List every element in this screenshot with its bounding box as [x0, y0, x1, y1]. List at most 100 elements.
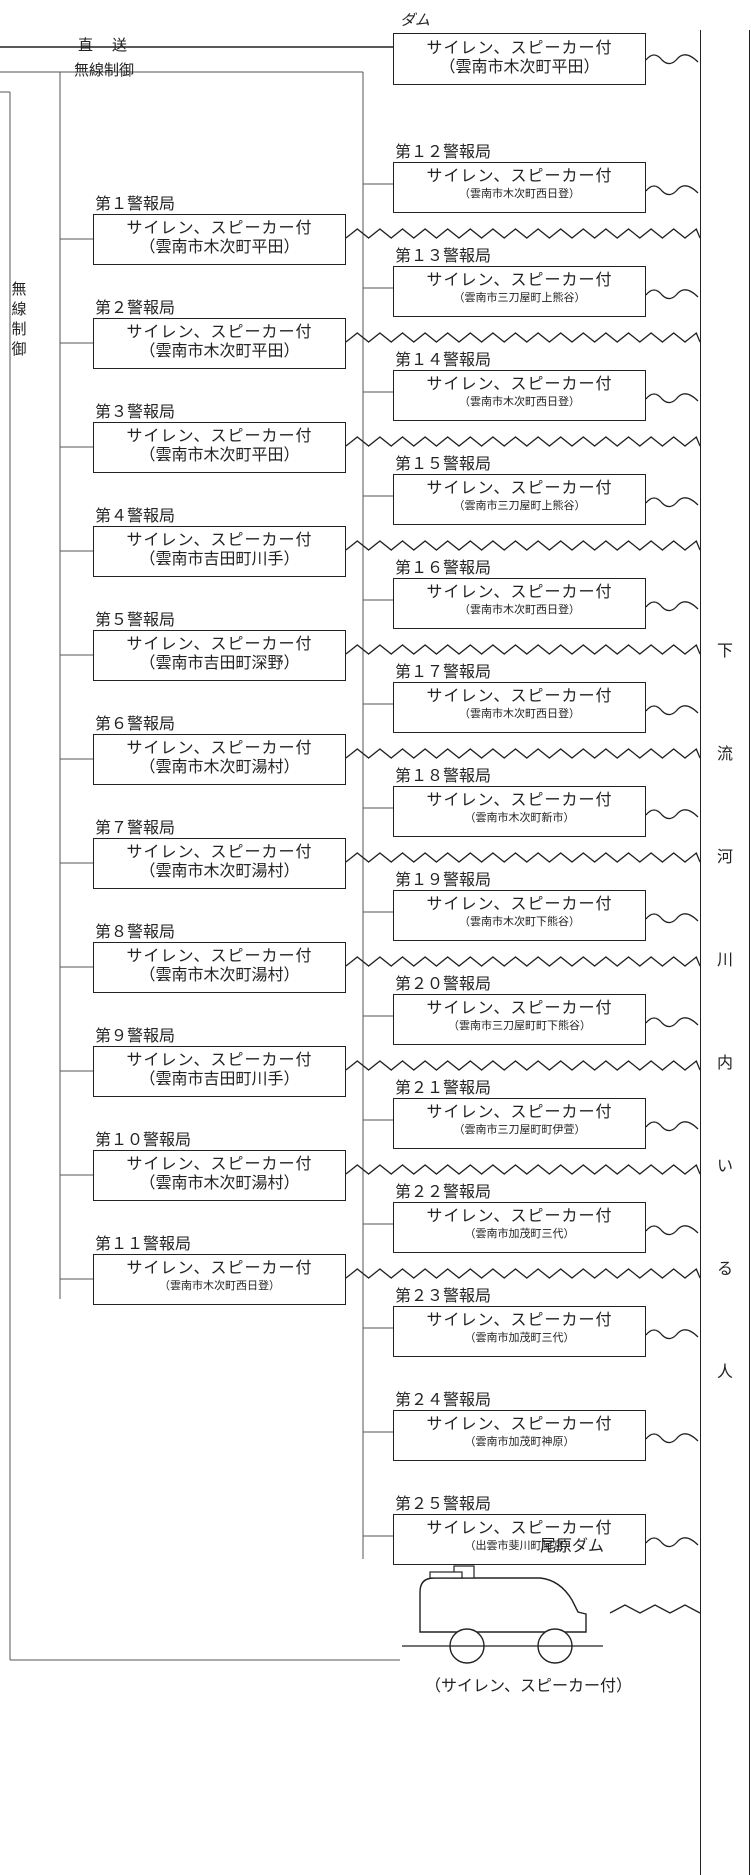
station-name: 第８警報局: [95, 922, 176, 941]
station-box: サイレン、スピーカー付 （雲南市三刀屋町上熊谷）: [393, 266, 646, 317]
station-equipment: サイレン、スピーカー付: [426, 686, 613, 705]
dam-box-line1: サイレン、スピーカー付: [426, 38, 613, 57]
station-location: （雲南市木次町平田）: [139, 445, 300, 464]
station-equipment: サイレン、スピーカー付: [426, 1518, 613, 1537]
downstream-river-column: [700, 30, 750, 1875]
station-name: 第１２警報局: [395, 142, 492, 161]
right-speaker-wave: [645, 289, 699, 300]
station-name: 第５警報局: [95, 610, 176, 629]
station-location: （雲南市木次町湯村）: [139, 1173, 300, 1192]
station-box: サイレン、スピーカー付（雲南市木次町平田）: [93, 214, 346, 265]
dam-box-line2: （雲南市木次町平田）: [439, 57, 600, 76]
station-name: 第９警報局: [95, 1026, 176, 1045]
patrol-speaker-wave: [609, 1604, 701, 1614]
left-station-wave: [345, 955, 701, 967]
station-box: サイレン、スピーカー付（雲南市吉田町川手）: [93, 1046, 346, 1097]
station-location: （出雲市斐川町阿宮）: [464, 1539, 575, 1552]
station-equipment: サイレン、スピーカー付: [126, 322, 313, 341]
patrol-caption: （サイレン、スピーカー付）: [425, 1676, 633, 1695]
station-location: （雲南市木次町平田）: [139, 237, 300, 256]
station-location: （雲南市吉田町深野）: [139, 653, 300, 672]
station-location: （雲南市三刀屋町上熊谷）: [453, 291, 586, 304]
station-location: （雲南市木次町西日登）: [459, 187, 580, 200]
station-name: 第２２警報局: [395, 1182, 492, 1201]
right-speaker-wave: [645, 393, 699, 404]
station-name: 第２４警報局: [395, 1390, 492, 1409]
river-label-char: 河: [716, 847, 733, 866]
station-box: サイレン、スピーカー付（雲南市吉田町川手）: [93, 526, 346, 577]
right-speaker-wave: [645, 1537, 699, 1548]
right-speaker-wave: [645, 601, 699, 612]
station-box: サイレン、スピーカー付（雲南市木次町新市）: [393, 786, 646, 837]
station-equipment: サイレン、スピーカー付: [126, 946, 313, 965]
direct-label: 直 送: [78, 36, 130, 54]
dam-station-box: サイレン、スピーカー付 （雲南市木次町平田）: [393, 33, 646, 85]
station-box: サイレン、スピーカー付（雲南市木次町下熊谷）: [393, 890, 646, 941]
station-location: （雲南市木次町西日登）: [159, 1279, 280, 1292]
station-equipment: サイレン、スピーカー付: [426, 998, 613, 1017]
right-speaker-wave: [645, 1017, 699, 1028]
right-speaker-wave: [645, 1329, 699, 1340]
station-box: サイレン、スピーカー付 （出雲市斐川町阿宮）: [393, 1514, 646, 1565]
station-name: 第２５警報局: [395, 1494, 492, 1513]
station-box: サイレン、スピーカー付（雲南市吉田町深野）: [93, 630, 346, 681]
station-location: （雲南市木次町西日登）: [459, 395, 580, 408]
station-location: （雲南市三刀屋町町下熊谷）: [448, 1019, 591, 1032]
station-name: 第１７警報局: [395, 662, 492, 681]
station-location: （雲南市加茂町神原）: [464, 1435, 575, 1448]
station-box: サイレン、スピーカー付 （雲南市加茂町神原）: [393, 1410, 646, 1461]
station-box: サイレン、スピーカー付（雲南市木次町湯村）: [93, 838, 346, 889]
station-name: 第１１警報局: [95, 1234, 192, 1253]
station-equipment: サイレン、スピーカー付: [426, 1414, 613, 1433]
river-label-char: 人: [716, 1362, 733, 1381]
river-label-char: い: [716, 1156, 733, 1175]
obara-dam-label: 尾原ダム: [540, 1536, 605, 1555]
left-station-wave: [345, 1059, 701, 1071]
left-station-wave: [345, 1163, 701, 1175]
left-station-wave: [345, 1267, 701, 1279]
right-speaker-wave: [645, 1121, 699, 1132]
station-location: （雲南市木次町湯村）: [139, 965, 300, 984]
station-location: （雲南市吉田町川手）: [139, 1069, 300, 1088]
station-equipment: サイレン、スピーカー付: [126, 1050, 313, 1069]
left-station-wave: [345, 643, 701, 655]
station-box: サイレン、スピーカー付（雲南市木次町平田）: [93, 422, 346, 473]
right-speaker-wave: [645, 497, 699, 508]
river-label-char: 川: [716, 950, 733, 969]
left-station-wave: [345, 331, 701, 343]
station-name: 第７警報局: [95, 818, 176, 837]
station-equipment: サイレン、スピーカー付: [426, 1102, 613, 1121]
left-station-wave: [345, 539, 701, 551]
station-box: サイレン、スピーカー付（雲南市木次町西日登）: [93, 1254, 346, 1305]
station-name: 第１４警報局: [395, 350, 492, 369]
left-station-wave: [345, 227, 701, 239]
station-box: サイレン、スピーカー付（雲南市木次町西日登）: [393, 578, 646, 629]
station-box: サイレン、スピーカー付（雲南市木次町西日登）: [393, 370, 646, 421]
station-name: 第１３警報局: [395, 246, 492, 265]
station-equipment: サイレン、スピーカー付: [126, 1154, 313, 1173]
left-station-wave: [345, 747, 701, 759]
station-equipment: サイレン、スピーカー付: [426, 478, 613, 497]
station-name: 第１０警報局: [95, 1130, 192, 1149]
station-equipment: サイレン、スピーカー付: [426, 1206, 613, 1225]
station-name: 第１警報局: [95, 194, 176, 213]
station-box: サイレン、スピーカー付（雲南市加茂町三代）: [393, 1306, 646, 1357]
station-location: （雲南市木次町湯村）: [139, 861, 300, 880]
station-location: （雲南市木次町平田）: [139, 341, 300, 360]
station-equipment: サイレン、スピーカー付: [126, 634, 313, 653]
station-location: （雲南市木次町西日登）: [459, 707, 580, 720]
station-box: サイレン、スピーカー付 （雲南市木次町西日登）: [393, 682, 646, 733]
station-box: サイレン、スピーカー付（雲南市木次町湯村）: [93, 734, 346, 785]
station-name: 第１９警報局: [395, 870, 492, 889]
station-box: サイレン、スピーカー付 （雲南市三刀屋町町下熊谷）: [393, 994, 646, 1045]
station-equipment: サイレン、スピーカー付: [426, 270, 613, 289]
river-label-char: 内: [716, 1053, 733, 1072]
station-name: 第２警報局: [95, 298, 176, 317]
station-box: サイレン、スピーカー付（雲南市木次町平田）: [93, 318, 346, 369]
right-speaker-wave: [645, 705, 699, 716]
station-equipment: サイレン、スピーカー付: [426, 582, 613, 601]
station-box: サイレン、スピーカー付（雲南市木次町湯村）: [93, 942, 346, 993]
station-equipment: サイレン、スピーカー付: [426, 1310, 613, 1329]
